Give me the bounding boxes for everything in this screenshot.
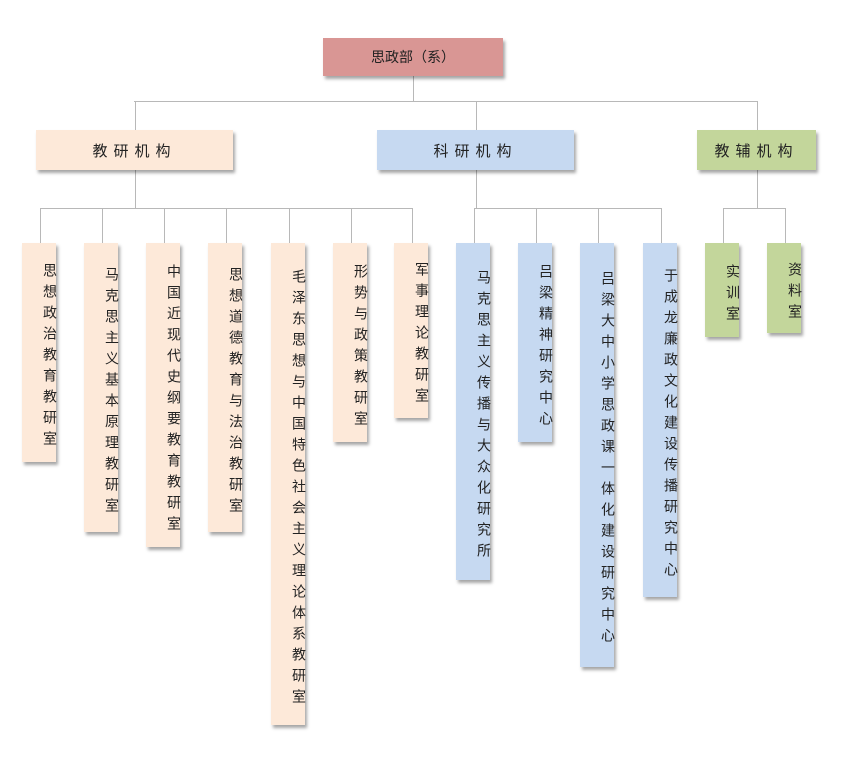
- unit-label: 中国近现代史纲要教育教研室: [165, 263, 181, 537]
- root-label: 思政部（系）: [371, 50, 455, 66]
- group-node: 科研机构: [377, 130, 574, 170]
- connector: [135, 101, 136, 130]
- unit-label: 思想政治教育教研室: [41, 263, 57, 452]
- unit-label: 于成龙廉政文化建设传播研究中心: [662, 267, 678, 583]
- connector: [102, 208, 103, 243]
- unit-label: 思想道德教育与法治教研室: [227, 266, 243, 519]
- unit-node: 毛泽东思想与中国特色社会主义理论体系教研室: [271, 243, 306, 725]
- connector: [134, 101, 757, 102]
- group-label: 教辅机构: [714, 141, 799, 160]
- group-node: 教辅机构: [697, 130, 816, 170]
- connector: [289, 208, 290, 243]
- unit-node: 于成龙廉政文化建设传播研究中心: [643, 243, 678, 597]
- unit-node: 军事理论教研室: [394, 243, 429, 418]
- unit-label: 马克思主义传播与大众化研究所: [475, 269, 491, 564]
- connector: [723, 208, 786, 209]
- unit-label: 吕梁精神研究中心: [537, 263, 553, 432]
- connector: [536, 208, 537, 243]
- connector: [723, 208, 724, 243]
- unit-label: 实训室: [724, 263, 740, 327]
- connector: [757, 170, 758, 208]
- connector: [135, 170, 136, 208]
- unit-node: 马克思主义基本原理教研室: [84, 243, 119, 532]
- connector: [476, 101, 477, 130]
- unit-label: 吕梁大中小学思政课一体化建设研究中心: [599, 271, 615, 649]
- connector: [785, 208, 786, 243]
- unit-node: 中国近现代史纲要教育教研室: [146, 243, 181, 547]
- group-label: 科研机构: [433, 141, 518, 160]
- unit-node: 马克思主义传播与大众化研究所: [456, 243, 491, 580]
- unit-label: 形势与政策教研室: [352, 263, 368, 432]
- connector: [474, 208, 475, 243]
- unit-node: 资料室: [767, 243, 802, 333]
- root-node: 思政部（系）: [323, 38, 503, 76]
- unit-node: 形势与政策教研室: [333, 243, 368, 442]
- group-node: 教研机构: [36, 130, 233, 170]
- unit-label: 马克思主义基本原理教研室: [103, 266, 119, 519]
- connector: [40, 208, 41, 243]
- group-label: 教研机构: [92, 141, 177, 160]
- connector: [226, 208, 227, 243]
- connector: [164, 208, 165, 243]
- connector: [351, 208, 352, 243]
- unit-node: 吕梁大中小学思政课一体化建设研究中心: [580, 243, 615, 667]
- connector: [474, 208, 662, 209]
- connector: [413, 76, 414, 101]
- connector: [412, 208, 413, 243]
- unit-label: 资料室: [786, 261, 802, 325]
- unit-node: 实训室: [705, 243, 740, 337]
- unit-node: 吕梁精神研究中心: [518, 243, 553, 442]
- unit-label: 军事理论教研室: [413, 262, 429, 409]
- unit-node: 思想道德教育与法治教研室: [208, 243, 243, 532]
- unit-label: 毛泽东思想与中国特色社会主义理论体系教研室: [290, 268, 306, 710]
- connector: [476, 170, 477, 208]
- unit-node: 思想政治教育教研室: [22, 243, 57, 462]
- connector: [598, 208, 599, 243]
- connector: [661, 208, 662, 243]
- connector: [757, 101, 758, 130]
